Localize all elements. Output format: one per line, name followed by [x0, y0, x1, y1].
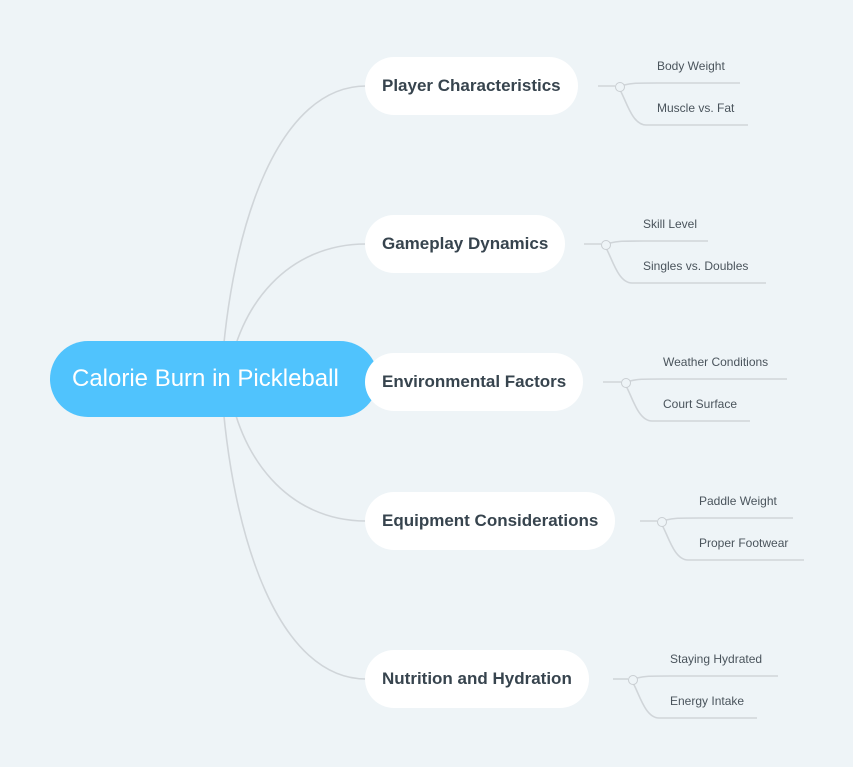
subtopic-label: Staying Hydrated: [670, 652, 763, 666]
branch-topic-environmental-factors[interactable]: Environmental Factors: [365, 353, 584, 411]
root-branch-connector: [220, 85, 367, 380]
subtopic-label: Body Weight: [657, 59, 725, 73]
branch-topic-gameplay-dynamics[interactable]: Gameplay Dynamics: [365, 215, 566, 273]
subtopic-proper-footwear[interactable]: Proper Footwear: [699, 536, 788, 550]
subtopic-singles-vs-doubles[interactable]: Singles vs. Doubles: [643, 259, 748, 273]
leaf-connector: [605, 247, 766, 284]
leaf-connector: [629, 378, 787, 382]
root-topic-label: Calorie Burn in Pickleball: [72, 365, 339, 392]
leaf-connector: [625, 385, 750, 422]
subtopic-label: Proper Footwear: [699, 536, 789, 550]
collapse-toggle-icon[interactable]: [601, 240, 611, 250]
subtopic-label: Energy Intake: [670, 694, 745, 708]
branch-label: Gameplay Dynamics: [382, 234, 549, 253]
leaf-connector: [609, 240, 708, 244]
subtopic-label: Skill Level: [643, 217, 698, 231]
branch-topic-nutrition-and-hydration[interactable]: Nutrition and Hydration: [365, 650, 589, 708]
subtopic-skill-level[interactable]: Skill Level: [643, 217, 697, 231]
subtopic-label: Singles vs. Doubles: [643, 259, 749, 273]
leaf-connector: [636, 675, 778, 679]
collapse-toggle-icon[interactable]: [657, 517, 667, 527]
leaf-connector: [661, 524, 804, 561]
subtopic-energy-intake[interactable]: Energy Intake: [670, 694, 744, 708]
subtopic-label: Paddle Weight: [699, 494, 777, 508]
subtopic-weather-conditions[interactable]: Weather Conditions: [663, 355, 768, 369]
branch-label: Equipment Considerations: [382, 511, 599, 530]
root-branch-connector: [220, 378, 367, 680]
branch-topic-equipment-considerations[interactable]: Equipment Considerations: [365, 492, 616, 550]
leaf-connector: [665, 517, 793, 521]
branch-label: Nutrition and Hydration: [382, 669, 572, 688]
branch-topic-player-characteristics[interactable]: Player Characteristics: [365, 57, 578, 115]
subtopic-staying-hydrated[interactable]: Staying Hydrated: [670, 652, 762, 666]
subtopic-body-weight[interactable]: Body Weight: [657, 59, 725, 73]
collapse-toggle-icon[interactable]: [628, 675, 638, 685]
subtopic-label: Court Surface: [663, 397, 738, 411]
subtopic-court-surface[interactable]: Court Surface: [663, 397, 737, 411]
subtopic-label: Weather Conditions: [663, 355, 769, 369]
leaf-connector: [623, 82, 740, 86]
leaf-connector: [619, 89, 748, 126]
root-topic[interactable]: Calorie Burn in Pickleball: [50, 341, 378, 417]
branch-label: Environmental Factors: [382, 372, 567, 391]
collapse-toggle-icon[interactable]: [621, 378, 631, 388]
subtopic-paddle-weight[interactable]: Paddle Weight: [699, 494, 777, 508]
collapse-toggle-icon[interactable]: [615, 82, 625, 92]
branch-label: Player Characteristics: [382, 76, 561, 95]
subtopic-muscle-vs-fat[interactable]: Muscle vs. Fat: [657, 101, 734, 115]
leaf-connector: [632, 682, 757, 719]
subtopic-label: Muscle vs. Fat: [657, 101, 735, 115]
